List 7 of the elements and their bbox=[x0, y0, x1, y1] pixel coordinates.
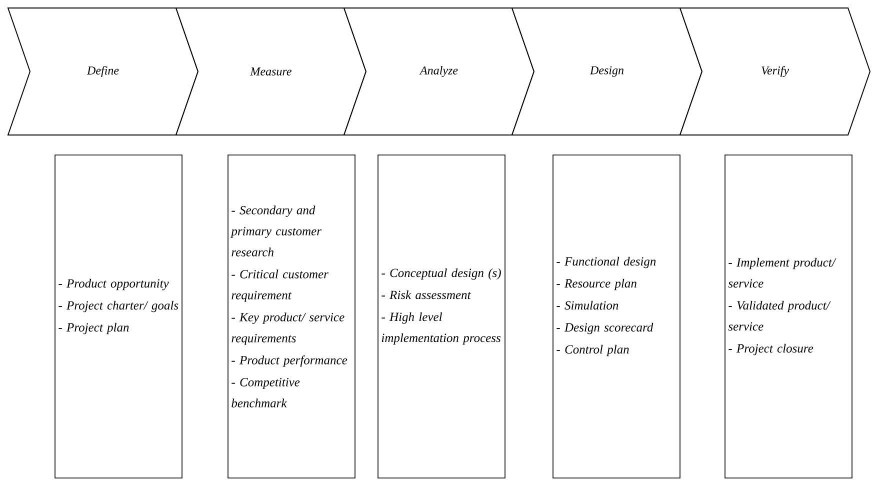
text-box: - Conceptual design (s) - Risk assessment - High level implementation process bbox=[378, 154, 506, 478]
chevron-step: Verify bbox=[679, 8, 871, 136]
text-box: - Secondary and primary customer research - Critical customer requirement - Key product/ service requirements - Product performance - Competitive benchmark bbox=[228, 154, 356, 478]
text-box: - Functional design - Resource plan - Simulation - Design scorecard - Control plan bbox=[552, 154, 680, 478]
text-box: - Product opportunity - Project charter/ goals - Project plan bbox=[54, 154, 182, 478]
chevron-step: Define bbox=[7, 8, 199, 136]
text-box: - Implement product/ service - Validated product/ service - Project closure bbox=[724, 154, 852, 478]
